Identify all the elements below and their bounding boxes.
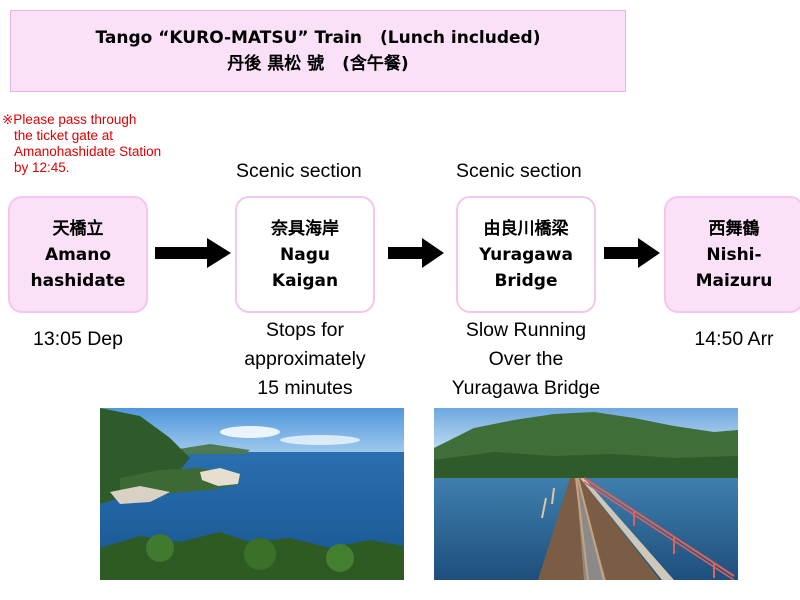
station-name-en: Nishi- (706, 244, 762, 265)
title-line-en: Tango “KURO-MATSU” Train (Lunch included) (96, 25, 541, 51)
station-amanohashidate: 天橋立 Amano hashidate (8, 196, 148, 313)
right-arrow-icon (388, 238, 444, 268)
stop-duration-note: Stops for approximately 15 minutes (225, 316, 385, 403)
title-line-cn: 丹後 黒松 號 (含午餐) (227, 51, 408, 77)
station-name-en: Nagu (280, 244, 330, 265)
station-name-en: Maizuru (695, 270, 773, 291)
note-line: ※Please pass through (2, 112, 137, 127)
right-arrow-icon (604, 238, 660, 268)
slow-running-note: Slow Running Over the Yuragawa Bridge (426, 316, 626, 403)
station-name-en: Yuragawa (479, 244, 573, 265)
scenic-label: Scenic section (456, 160, 582, 182)
station-name-en: hashidate (30, 270, 126, 291)
station-nishi-maizuru: 西舞鶴 Nishi- Maizuru (664, 196, 800, 313)
station-name-jp: 天橋立 (52, 218, 104, 239)
lunch-note-cn: (含午餐) (342, 54, 409, 74)
note-line: by 12:45. (14, 160, 70, 175)
note-line: Amanohashidate Station (14, 144, 162, 159)
arrival-time: 14:50 Arr (694, 328, 774, 350)
station-nagu-kaigan: 奈具海岸 Nagu Kaigan (235, 196, 375, 313)
caption-line: Yuragawa Bridge (451, 377, 601, 399)
station-name-jp: 西舞鶴 (708, 218, 760, 239)
title-banner: Tango “KURO-MATSU” Train (Lunch included)… (10, 10, 626, 92)
station-name-en: Amano (44, 244, 112, 265)
train-name-cn: 丹後 黒松 號 (227, 54, 325, 74)
station-name-en: Kaigan (271, 270, 339, 291)
station-name-jp: 奈具海岸 (271, 218, 339, 239)
departure-time: 13:05 Dep (33, 328, 123, 350)
caption-line: Stops for (265, 319, 345, 341)
caption-line: Over the (488, 348, 564, 370)
station-name-en: Bridge (494, 270, 558, 291)
ticket-gate-note: ※Please pass through the ticket gate at … (2, 112, 192, 176)
caption-line: Slow Running (465, 319, 587, 341)
coastline-photo (100, 408, 404, 580)
right-arrow-icon (155, 238, 231, 268)
lunch-note: (Lunch included) (380, 28, 541, 48)
train-name: Tango “KURO-MATSU” Train (95, 28, 363, 48)
caption-line: 15 minutes (257, 377, 353, 399)
station-yuragawa-bridge: 由良川橋梁 Yuragawa Bridge (456, 196, 596, 313)
yuragawa-bridge-photo (434, 408, 738, 580)
scenic-label: Scenic section (236, 160, 362, 182)
station-name-jp: 由良川橋梁 (483, 218, 569, 239)
note-line: the ticket gate at (14, 128, 114, 143)
caption-line: approximately (244, 348, 366, 370)
